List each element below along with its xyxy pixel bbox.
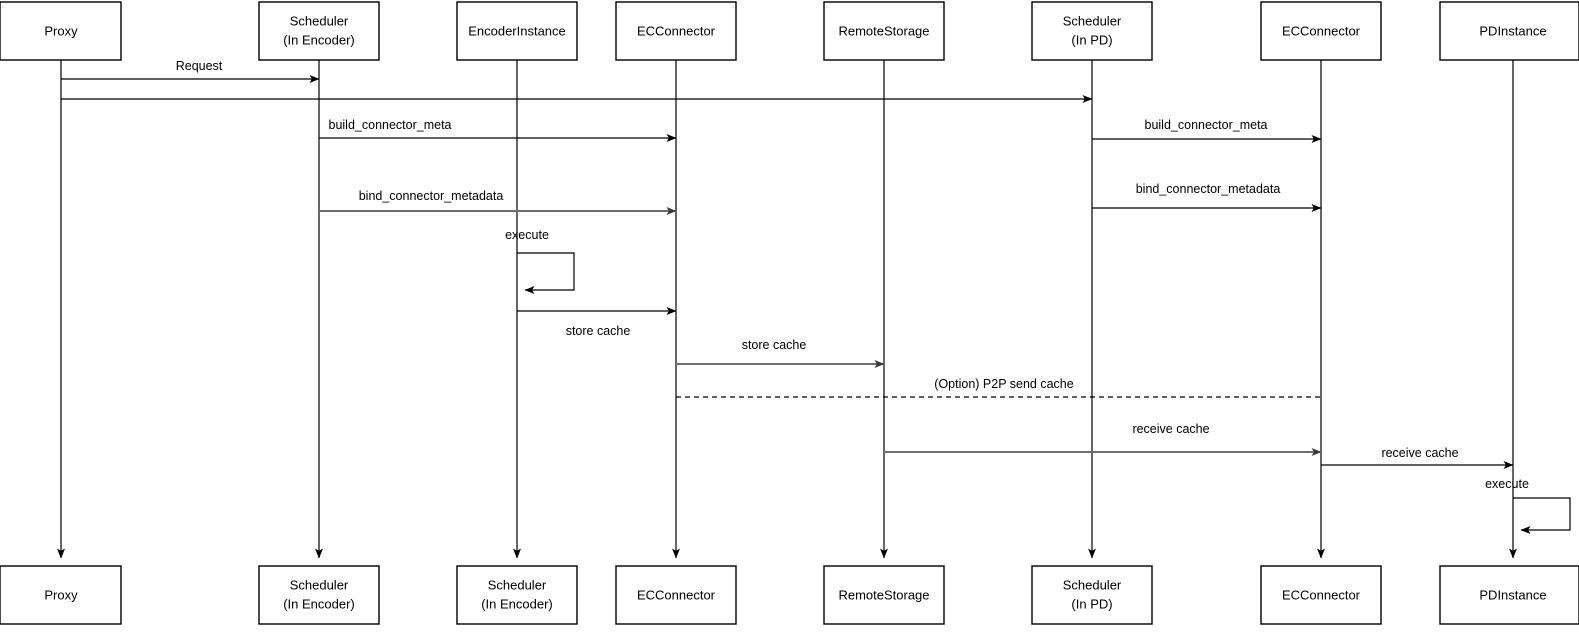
participant-label-remote_store: RemoteStorage (838, 23, 929, 38)
participant-box-pd_inst (1439, 565, 1579, 625)
participant-box-ec_conn_pd (1260, 565, 1382, 625)
participant-label-sched_pd: Scheduler (1063, 13, 1122, 28)
selfloop-path-m13 (1513, 497, 1571, 534)
participant-box-ec_conn_enc (615, 565, 737, 625)
message-label-m4: build_connector_meta (1145, 118, 1268, 132)
message-m7: execute (505, 228, 575, 294)
participant-label-remote_store: RemoteStorage (838, 587, 929, 602)
participant-box-ec_conn_pd (1260, 1, 1382, 61)
participant-sublabel-encoder_inst: (In Encoder) (481, 596, 553, 611)
participant-box-encoder_inst (456, 1, 578, 61)
selfloop-path-m7 (517, 252, 575, 294)
participant-box-proxy (0, 1, 122, 61)
message-m8: store cache (517, 307, 677, 338)
participant-sublabel-sched_pd: (In PD) (1071, 32, 1112, 47)
participant-top-proxy: Proxy (0, 1, 122, 61)
message-label-m3: build_connector_meta (329, 118, 452, 132)
participant-label-encoder_inst: EncoderInstance (468, 23, 566, 38)
participant-top-ec_conn_pd: ECConnector (1260, 1, 1382, 61)
participant-bottom-ec_conn_enc: ECConnector (615, 565, 737, 625)
participant-label-sched_enc: Scheduler (290, 13, 349, 28)
message-m10: (Option) P2P send cache (676, 377, 1321, 398)
message-label-m7: execute (505, 228, 549, 242)
lifelines-group (57, 60, 1517, 559)
participant-box-sched_pd (1031, 565, 1153, 625)
participant-label-pd_inst: PDInstance (1479, 587, 1546, 602)
participant-sublabel-sched_enc: (In Encoder) (283, 596, 355, 611)
participant-top-ec_conn_enc: ECConnector (615, 1, 737, 61)
participant-footers-group: Proxy Scheduler (In Encoder) Scheduler (In E… (0, 565, 1579, 625)
participant-box-encoder_inst (456, 565, 578, 625)
participant-sublabel-sched_pd: (In PD) (1071, 596, 1112, 611)
message-m13: execute (1485, 477, 1571, 534)
participant-box-pd_inst (1439, 1, 1579, 61)
participant-bottom-pd_inst: PDInstance (1439, 565, 1579, 625)
participant-label-pd_inst: PDInstance (1479, 23, 1546, 38)
participant-label-ec_conn_enc: ECConnector (637, 587, 716, 602)
message-label-m9: store cache (742, 338, 807, 352)
participant-top-encoder_inst: EncoderInstance (456, 1, 578, 61)
participant-box-sched_enc (258, 1, 380, 61)
message-label-m1: Request (176, 59, 223, 73)
participant-box-remote_store (823, 1, 945, 61)
participant-label-sched_enc: Scheduler (290, 577, 349, 592)
participant-sublabel-sched_enc: (In Encoder) (283, 32, 355, 47)
message-m12: receive cache (1321, 446, 1514, 469)
message-label-m13: execute (1485, 477, 1529, 491)
participant-bottom-sched_enc: Scheduler (In Encoder) (258, 565, 380, 625)
message-m5: bind_connector_metadata (319, 189, 677, 215)
participant-top-remote_store: RemoteStorage (823, 1, 945, 61)
message-m1: Request (61, 59, 320, 83)
participant-bottom-remote_store: RemoteStorage (823, 565, 945, 625)
participant-box-remote_store (823, 565, 945, 625)
participant-label-ec_conn_pd: ECConnector (1282, 587, 1361, 602)
message-m4: build_connector_meta (1092, 118, 1322, 143)
message-label-m5: bind_connector_metadata (359, 189, 504, 203)
messages-group: Request build_connector_meta build_connect… (61, 59, 1571, 534)
message-m3: build_connector_meta (319, 118, 677, 142)
participant-box-proxy (0, 565, 122, 625)
participant-label-proxy: Proxy (44, 587, 78, 602)
message-label-m6: bind_connector_metadata (1136, 182, 1281, 196)
participant-bottom-proxy: Proxy (0, 565, 122, 625)
message-m6: bind_connector_metadata (1092, 182, 1322, 212)
participant-bottom-ec_conn_pd: ECConnector (1260, 565, 1382, 625)
message-m9: store cache (676, 338, 885, 368)
participant-box-ec_conn_enc (615, 1, 737, 61)
message-label-m10: (Option) P2P send cache (934, 377, 1073, 391)
message-label-m11: receive cache (1132, 422, 1209, 436)
participant-label-encoder_inst: Scheduler (488, 577, 547, 592)
participant-label-ec_conn_pd: ECConnector (1282, 23, 1361, 38)
participant-box-sched_pd (1031, 1, 1153, 61)
participant-bottom-sched_pd: Scheduler (In PD) (1031, 565, 1153, 625)
participant-label-sched_pd: Scheduler (1063, 577, 1122, 592)
message-label-m8: store cache (566, 324, 631, 338)
participant-box-sched_enc (258, 565, 380, 625)
participant-headers-group: Proxy Scheduler (In Encoder) EncoderInstanc… (0, 1, 1579, 61)
message-label-m12: receive cache (1381, 446, 1458, 460)
participant-bottom-encoder_inst: Scheduler (In Encoder) (456, 565, 578, 625)
participant-top-sched_enc: Scheduler (In Encoder) (258, 1, 380, 61)
participant-label-ec_conn_enc: ECConnector (637, 23, 716, 38)
message-m11: receive cache (884, 422, 1322, 456)
participant-top-pd_inst: PDInstance (1439, 1, 1579, 61)
participant-label-proxy: Proxy (44, 23, 78, 38)
participant-top-sched_pd: Scheduler (In PD) (1031, 1, 1153, 61)
